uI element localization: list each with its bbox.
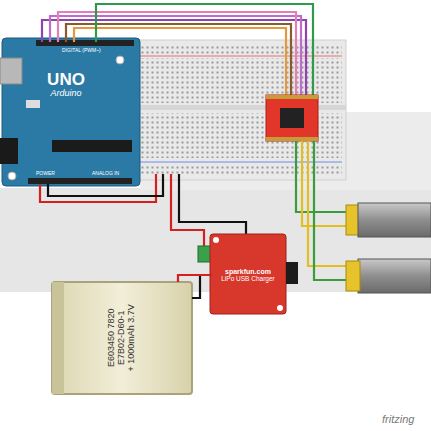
motor-driver (266, 95, 318, 141)
lipo-battery (52, 276, 200, 394)
node-text: E7B02-D60-1 (117, 304, 127, 371)
header-label: POWER (36, 171, 55, 176)
arduino-board (0, 38, 140, 186)
charger-board-label: sparkfun.comLiPo USB Charger (212, 240, 284, 310)
motor-wires (296, 141, 346, 280)
node-text: Arduino (47, 89, 85, 99)
signal-wires (42, 4, 313, 97)
header-label: DIGITAL (PWM~) (62, 48, 101, 53)
text-group: sparkfun.comLiPo USB Charger (221, 268, 274, 283)
header-label: ANALOG IN (92, 171, 119, 176)
dc-motor (346, 203, 431, 293)
text-group: UNOArduino (47, 71, 85, 100)
battery-wire (178, 275, 212, 282)
node-text: E603450 7820 (107, 304, 117, 371)
battery-label: E603450 7820E7B02-D60-1+ 1000mAh 3.7V (52, 282, 192, 394)
node-text: UNO (47, 71, 85, 90)
text-group: E603450 7820E7B02-D60-1+ 1000mAh 3.7V (107, 304, 137, 371)
arduino-logo: UNOArduino (26, 60, 106, 110)
charger-board (210, 234, 298, 314)
node-text: + 1000mAh 3.7V (127, 304, 137, 371)
node-text: sparkfun.com (221, 268, 274, 276)
watermark: fritzing (382, 414, 414, 425)
node-text: LiPo USB Charger (221, 275, 274, 282)
